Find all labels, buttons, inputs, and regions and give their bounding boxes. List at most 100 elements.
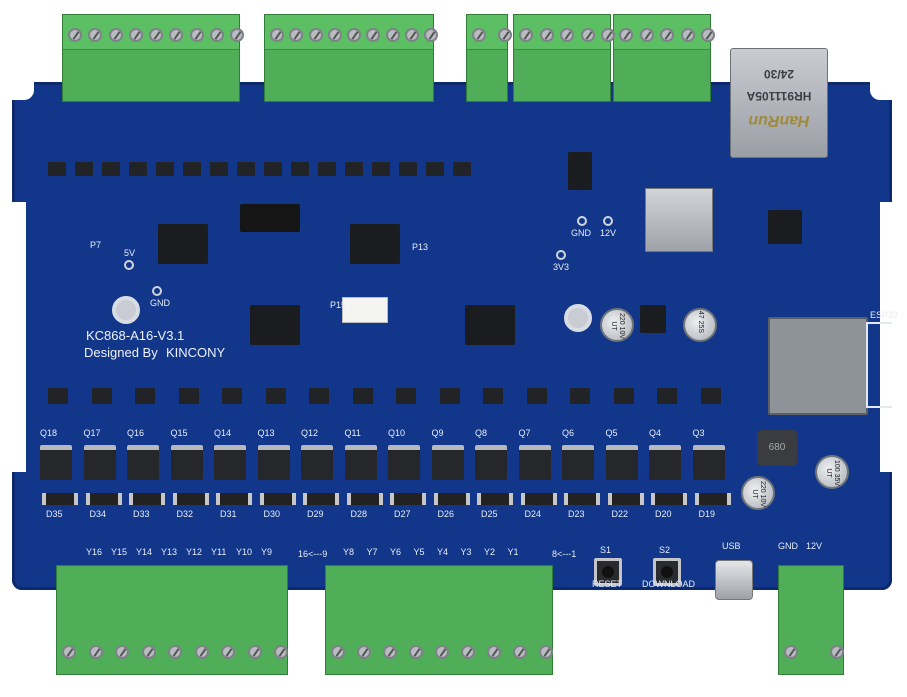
terminal-screw: [357, 645, 371, 659]
output-label: Y5: [413, 547, 425, 557]
optocoupler: [265, 388, 286, 404]
diode-label: D33: [133, 509, 150, 519]
download-button[interactable]: [653, 558, 681, 586]
reset-button[interactable]: [594, 558, 622, 586]
diode: [607, 493, 644, 505]
board-model: KC868-A16-V3.1: [86, 328, 185, 343]
terminal-screw: [461, 645, 475, 659]
test-point-5v: [124, 260, 134, 270]
terminal-screw: [108, 28, 123, 42]
label-esp32: ESP32: [870, 310, 899, 320]
terminal-block-small: [466, 14, 508, 102]
diode: [520, 493, 557, 505]
diode-label: D30: [263, 509, 281, 519]
ic-chip: [768, 210, 802, 244]
diode-label: D31: [220, 509, 237, 519]
output-label: Y8: [343, 547, 355, 557]
terminal-screw: [68, 28, 82, 42]
label-3v3: 3V3: [553, 262, 570, 272]
output-label: Y2: [484, 547, 496, 557]
terminal-block-sensors: [613, 14, 711, 102]
diode: [172, 493, 209, 505]
test-point-gnd: [152, 286, 162, 296]
mosfet: [301, 445, 333, 480]
terminal-screw: [701, 28, 715, 42]
terminal-screw: [347, 28, 361, 42]
terminal-screw: [274, 645, 288, 659]
terminal-screw: [308, 28, 323, 42]
output-label: Y12: [186, 547, 203, 557]
mosfet: [518, 445, 551, 480]
optocoupler: [352, 388, 373, 404]
optocoupler: [700, 388, 721, 404]
terminal-screw: [289, 28, 304, 42]
terminal-screw: [560, 28, 574, 42]
mosfet: [562, 445, 594, 480]
label-5v: 5V: [124, 248, 136, 258]
terminal-screw: [472, 28, 486, 42]
optocoupler: [129, 162, 147, 176]
output-label: Y3: [460, 547, 472, 557]
optocoupler: [291, 162, 309, 176]
mosfet: [605, 445, 638, 480]
terminal-screw: [327, 28, 342, 42]
optocoupler: [264, 162, 282, 176]
optocoupler: [178, 388, 199, 404]
terminal-screw: [230, 28, 244, 42]
diode: [303, 493, 339, 505]
terminal-screw: [115, 645, 129, 659]
terminal-screw: [149, 28, 163, 42]
optocoupler: [426, 162, 444, 176]
terminal-screw: [580, 28, 595, 42]
optocoupler: [102, 162, 120, 176]
optocoupler: [237, 162, 255, 176]
terminal-screw: [88, 645, 103, 659]
terminal-screw: [189, 28, 204, 42]
ic-chip: [465, 305, 515, 345]
optocoupler: [135, 388, 155, 404]
terminal-block-inputs-1: [62, 14, 240, 102]
optocoupler: [396, 388, 416, 404]
diode-label: D34: [89, 509, 107, 519]
mosfet-label: Q7: [518, 428, 531, 438]
diode: [390, 493, 426, 505]
output-label: Y10: [236, 547, 253, 557]
diode-label: D19: [698, 509, 716, 519]
terminal-screw: [331, 645, 345, 659]
mosfet-label: Q10: [388, 428, 406, 438]
brand-name: KINCONY: [166, 345, 226, 360]
optocoupler: [483, 388, 503, 404]
diode-label: D32: [176, 509, 194, 519]
diode-label: D24: [524, 509, 542, 519]
label-download: DOWNLOAD: [642, 579, 696, 589]
label-12v-input: 12V: [806, 541, 823, 551]
sd-card-slot: [645, 188, 713, 252]
terminal-screw: [619, 28, 633, 42]
diode-label: D29: [307, 509, 324, 519]
output-range-right: 8<---1: [552, 549, 577, 559]
output-label: Y4: [437, 547, 449, 557]
label-p13: P13: [412, 242, 429, 252]
terminal-screw: [424, 28, 438, 42]
mosfet-label: Q12: [301, 428, 319, 438]
rj45-part: HR911105A: [746, 89, 812, 103]
terminal-screw: [194, 645, 209, 659]
diode: [477, 493, 513, 505]
terminal-screw: [62, 645, 76, 659]
output-label: Y6: [390, 547, 402, 557]
ic-chip: [158, 224, 208, 264]
output-label: Y11: [211, 547, 227, 557]
terminal-screw: [383, 645, 397, 659]
terminal-screw: [539, 645, 553, 659]
terminal-screw: [435, 645, 449, 659]
capacitor-c4: 220 10V UT: [741, 476, 775, 510]
optocoupler: [156, 162, 174, 176]
usb-c-port[interactable]: [715, 560, 753, 600]
board-edge: [12, 202, 26, 472]
optocoupler: [222, 388, 242, 404]
mosfet-label: Q9: [431, 428, 444, 438]
diode-label: D27: [394, 509, 411, 519]
diode-label: D35: [46, 509, 63, 519]
output-range-left: 16<---9: [298, 549, 328, 559]
label-reset: RESET: [592, 579, 623, 589]
